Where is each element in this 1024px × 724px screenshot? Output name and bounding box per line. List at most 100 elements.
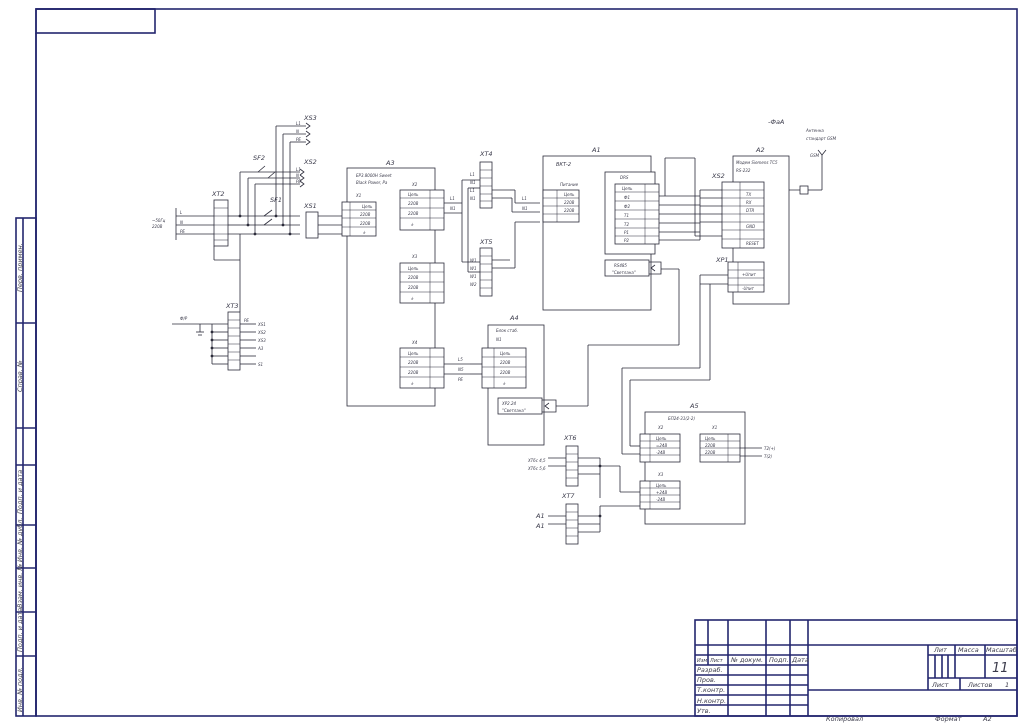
svg-text:PE: PE [180,229,185,234]
svg-text:N1: N1 [470,196,476,201]
svg-text:Ф/Р: Ф/Р [180,316,188,321]
side-label-ref-no: Справ. № [16,360,24,392]
lit-label: Лит [933,646,947,654]
svg-text:220В: 220В [408,360,419,365]
svg-text:БП24-31(2-2): БП24-31(2-2) [668,416,695,421]
component-a1: A1 ВКТ-2 Питание Цепь 220В 220В DRS Цепь… [542,146,662,311]
svg-text:XP2.24: XP2.24 [501,401,517,406]
svg-text:Цепь: Цепь [408,266,419,271]
svg-text:Ф2: Ф2 [624,204,630,209]
svg-text:N1: N1 [450,206,456,211]
svg-text:L5: L5 [458,357,463,362]
svg-text:220В: 220В [408,275,419,280]
svg-text:A3: A3 [257,346,264,351]
role-norm-control: Н.контр. [697,697,726,705]
svg-text:⏚: ⏚ [410,296,414,301]
svg-text:Т1: Т1 [624,213,629,218]
svg-text:N1: N1 [522,206,528,211]
svg-text:DTR: DTR [746,208,755,213]
svg-text:A1: A1 [535,512,545,520]
svg-text:XT4: XT4 [479,150,493,158]
svg-text:⏚: ⏚ [362,230,366,235]
sf2-label: SF2 [253,154,265,162]
svg-text:Антенна: Антенна [805,128,824,133]
side-label-sign-date-1: Подп. и дата [16,470,24,514]
svg-text:L1: L1 [296,167,301,172]
svg-text:XT7: XT7 [561,492,575,500]
svg-text:Цепь: Цепь [500,351,511,356]
svg-text:XS2: XS2 [303,158,317,166]
svg-text:Т2(+): Т2(+) [764,446,776,451]
socket-xs3: XS3 L1 N PE [296,114,317,146]
svg-text:X2: X2 [411,182,418,187]
component-a4: A4 Блок стаб. N1 Цепь 220В 220В ⏚ XP2.24… [481,268,680,446]
svg-text:Блок стаб.: Блок стаб. [496,328,518,333]
svg-text:L1: L1 [296,121,301,126]
svg-text:W1: W1 [470,258,477,263]
svg-text:X1: X1 [711,425,717,430]
rev-col-change: Изм [697,658,707,664]
svg-text:-24В: -24В [656,450,666,455]
svg-text:Цепь: Цепь [408,351,419,356]
svg-text:A1: A1 [591,146,601,154]
svg-text:Ф1: Ф1 [624,195,630,200]
svg-text:220В: 220В [408,370,419,375]
svg-text:стандарт GSM: стандарт GSM [806,136,837,141]
svg-text:GND: GND [746,224,755,229]
svg-text:L1: L1 [470,172,475,177]
a3-outputs: L1 N1 L5 N5 PE [444,179,482,382]
svg-text:220В: 220В [360,212,371,217]
svg-text:Цепь: Цепь [656,436,667,441]
socket-xs2: XS2 L1 N PE [296,158,317,188]
svg-text:+24В: +24В [656,490,667,495]
svg-text:PE: PE [458,377,463,382]
mains-distribution: SF1 SF2 [213,125,306,261]
svg-text:N: N [296,129,299,134]
svg-text:⏚: ⏚ [410,381,414,386]
rev-col-docno: № докум. [730,656,763,664]
svg-text:PE: PE [296,137,301,142]
side-label-orig-inv: Инв. № подл. [16,667,24,712]
terminal-block-xt2: XT2 [211,190,229,247]
sheet-number: 11 [992,661,1009,676]
svg-text:-24В: -24В [656,497,666,502]
role-approved: Утв. [697,707,711,715]
mass-label: Масса [958,646,979,654]
side-label-first-use: Перв. примен. [16,243,24,292]
svg-text:X3: X3 [657,472,664,477]
svg-text:X3: X3 [411,254,418,259]
terminal-block-xt4: XT4 L1 N1 L1 N1 [470,150,510,209]
svg-text:Цепь: Цепь [622,186,633,191]
svg-text:220В: 220В [408,201,419,206]
svg-text:RX: RX [746,200,752,205]
svg-text:W2: W2 [470,282,477,287]
svg-text:A2: A2 [755,146,765,154]
svg-text:X4: X4 [411,340,418,345]
side-stamp: Перв. примен. Справ. № Подп. и дата Инв.… [15,217,37,717]
svg-text:DRS: DRS [620,175,629,180]
a1-desc: ВКТ-2 [556,162,571,168]
socket-xs1: XS1 [303,202,346,239]
svg-text:Цепь: Цепь [362,204,373,209]
svg-text:X1: X1 [355,193,361,198]
svg-text:N: N [296,173,299,178]
svg-text:Цепь: Цепь [408,192,419,197]
role-tech-control: Т.контр. [697,686,725,694]
svg-text:Т2: Т2 [624,222,629,227]
component-a5: A5 БП24-31(2-2) X2 Цепь =24В -24В X1 Цеп… [621,275,776,525]
role-checker: Пров. [697,676,716,684]
role-developer: Разраб. [697,666,723,674]
svg-text:⏚: ⏚ [410,222,414,227]
svg-text:220В: 220В [500,360,511,365]
svg-text:W1: W1 [470,274,477,279]
svg-text:N1: N1 [496,337,502,342]
side-label-sign-date-2: Подп. и дата [16,608,24,652]
svg-text:GSM: GSM [810,153,820,158]
svg-text:XS1: XS1 [303,202,317,210]
svg-text:=24В: =24В [656,443,667,448]
rev-col-sheet: Лист [709,658,724,664]
xt2-label: XT2 [211,190,225,198]
svg-text:Цепь: Цепь [705,436,716,441]
svg-text:A5: A5 [689,402,699,410]
